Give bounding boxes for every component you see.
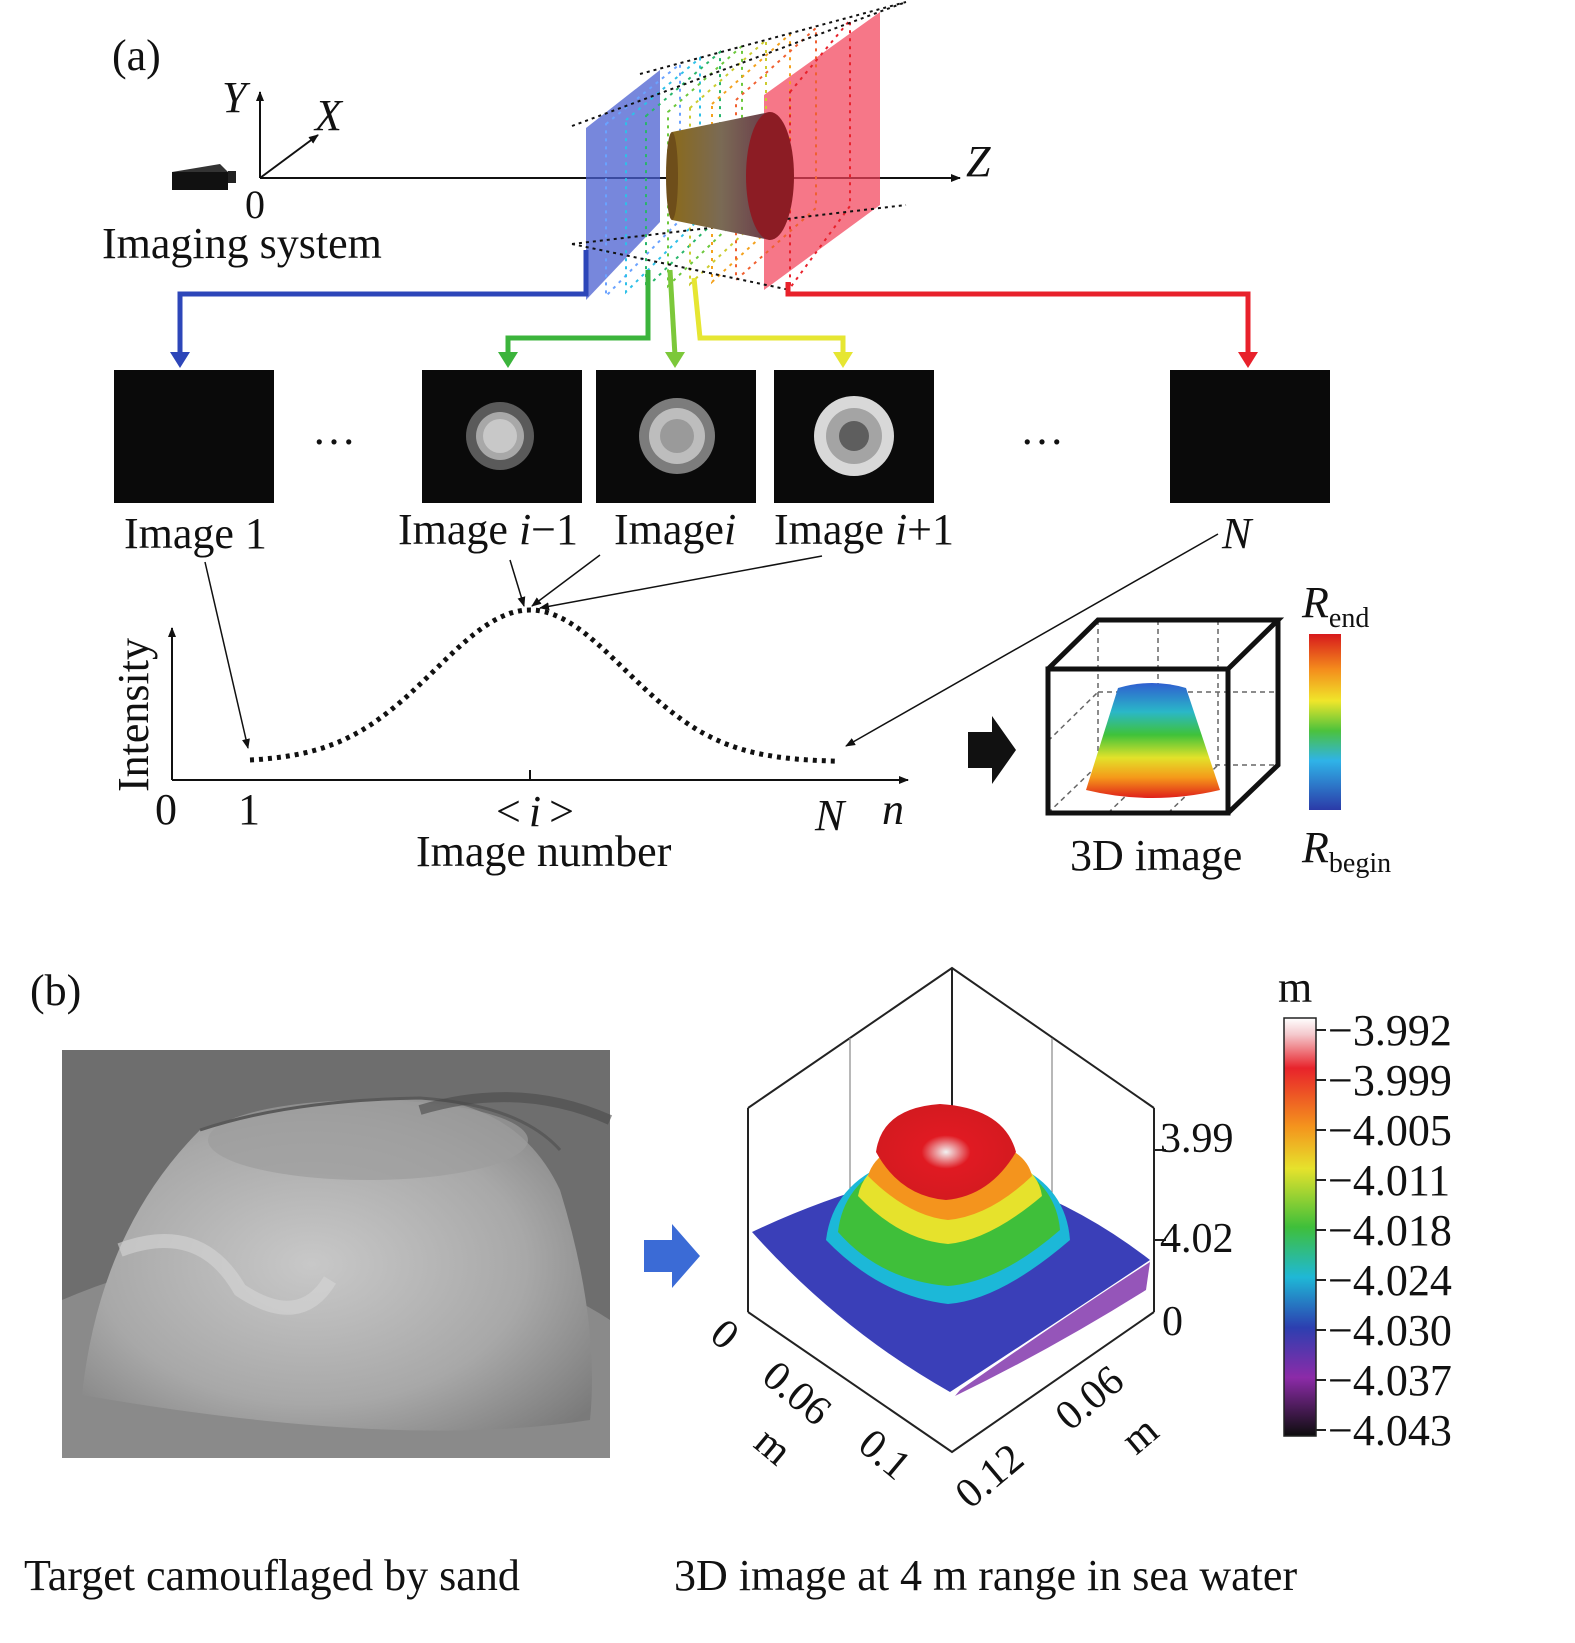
r-begin-label: Rbegin bbox=[1301, 823, 1391, 879]
depth-colorbar-tick-label: −4.011 bbox=[1328, 1156, 1450, 1205]
left-axis-tick-0: 0 bbox=[702, 1310, 748, 1359]
z-axis-label: Z bbox=[966, 137, 991, 186]
frame-label-image-i-minus-1: Image i−1 bbox=[398, 505, 578, 554]
tick-n-end: N bbox=[814, 791, 847, 840]
cone-shape bbox=[1086, 683, 1220, 798]
ellipsis-right: … bbox=[1020, 405, 1064, 454]
frame-image-n bbox=[1170, 370, 1330, 503]
intensity-axis-label: Intensity bbox=[109, 638, 158, 792]
depth-colorbar-tick-label: −4.005 bbox=[1328, 1106, 1452, 1155]
vertical-tick-4-02: 4.02 bbox=[1160, 1216, 1234, 1262]
routing-arrows bbox=[170, 250, 1258, 368]
r-end-label: Rend bbox=[1301, 578, 1369, 634]
frame-image-i bbox=[596, 370, 756, 503]
image-number-label: Image number bbox=[416, 827, 672, 876]
panel-b-label: (b) bbox=[30, 966, 81, 1015]
left-axis-unit: m bbox=[746, 1418, 801, 1474]
depth-colorbar-tick-label: −3.992 bbox=[1328, 1006, 1452, 1055]
depth-colorbar-tick-label: −4.037 bbox=[1328, 1356, 1452, 1405]
panel-a-label: (a) bbox=[112, 31, 161, 80]
tick-n-axis: n bbox=[882, 785, 904, 834]
intensity-curve bbox=[249, 607, 839, 764]
depth-colorbar-tick-label: −4.018 bbox=[1328, 1206, 1452, 1255]
result-3d-cube bbox=[1045, 617, 1285, 816]
depth-colorbar bbox=[1283, 1017, 1326, 1437]
cylinder-target bbox=[666, 112, 794, 240]
depth-colorbar-tick-label: −4.024 bbox=[1328, 1256, 1452, 1305]
depth-colorbar-labels: −3.992−3.999−4.005−4.011−4.018−4.024−4.0… bbox=[1328, 1006, 1452, 1455]
leader-lines bbox=[204, 533, 1219, 749]
depth-colorbar-tick-label: −3.999 bbox=[1328, 1056, 1452, 1105]
frame-label-image-i: Imagei bbox=[614, 505, 736, 554]
tick-one: 1 bbox=[238, 785, 260, 834]
frame-image-i-minus-1 bbox=[422, 370, 582, 503]
imaging-system-label: Imaging system bbox=[102, 219, 382, 268]
vertical-tick-0: 0 bbox=[1162, 1299, 1183, 1345]
depth-colorbar-tick-label: −4.043 bbox=[1328, 1406, 1452, 1455]
right-axis-unit: m bbox=[1113, 1407, 1168, 1463]
left-axis-tick-0-1: 0.1 bbox=[850, 1420, 920, 1489]
blue-arrow-icon bbox=[644, 1224, 700, 1288]
slice-red bbox=[764, 12, 880, 290]
origin-label: 0 bbox=[245, 182, 265, 227]
sand-photo bbox=[62, 1050, 613, 1458]
frame-label-n: N bbox=[1221, 509, 1254, 558]
frame-label-image-i-plus-1: Image i+1 bbox=[774, 505, 954, 554]
result-3d-label: 3D image bbox=[1070, 831, 1242, 880]
camera-icon bbox=[172, 164, 236, 190]
depth-colorbar-tick-label: −4.030 bbox=[1328, 1306, 1452, 1355]
frame-image-i-plus-1 bbox=[774, 370, 934, 503]
plot-caption: 3D image at 4 m range in sea water bbox=[674, 1551, 1297, 1600]
intensity-plot bbox=[168, 607, 909, 784]
frame-label-image-1: Image 1 bbox=[124, 509, 267, 558]
y-axis-label: Y bbox=[222, 73, 251, 122]
vertical-tick-3-99: 3.99 bbox=[1160, 1116, 1234, 1162]
depth-unit-label: m bbox=[1278, 963, 1312, 1012]
frame-image-1 bbox=[114, 370, 274, 503]
x-axis-label: X bbox=[313, 91, 344, 140]
ellipsis-left: … bbox=[312, 405, 356, 454]
surface-plot-box bbox=[747, 966, 1166, 1454]
surface-plot-data bbox=[752, 1104, 1150, 1396]
slice-blue bbox=[586, 70, 660, 300]
tick-zero: 0 bbox=[155, 785, 177, 834]
tick-peak: <i> bbox=[496, 787, 574, 836]
range-slices bbox=[571, 1, 907, 300]
result-arrow-icon bbox=[968, 716, 1016, 784]
photo-caption: Target camouflaged by sand bbox=[24, 1551, 520, 1600]
r-colorbar bbox=[1309, 634, 1341, 810]
